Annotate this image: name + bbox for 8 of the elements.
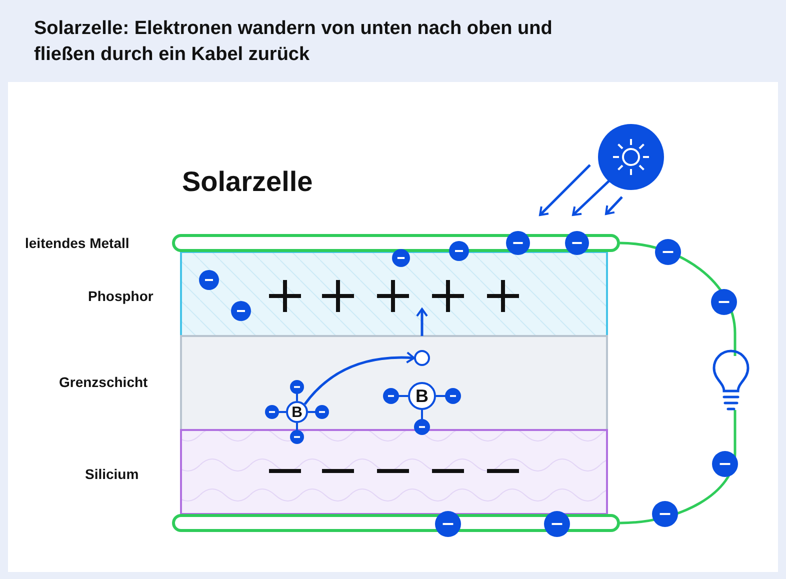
title: Solarzelle: Elektronen wandern von unten nach oben und fließen durch ein Kabel zurück: [34, 17, 554, 67]
heading: Solarzelle: [182, 166, 313, 198]
layer-label: Silicium: [85, 466, 139, 482]
layer-label: Grenzschicht: [59, 374, 148, 390]
layer-label: Phosphor: [88, 288, 154, 304]
arrow: [304, 352, 415, 405]
layer-label: leitendes Metall: [25, 235, 130, 251]
light-bulb-icon: [712, 350, 750, 410]
